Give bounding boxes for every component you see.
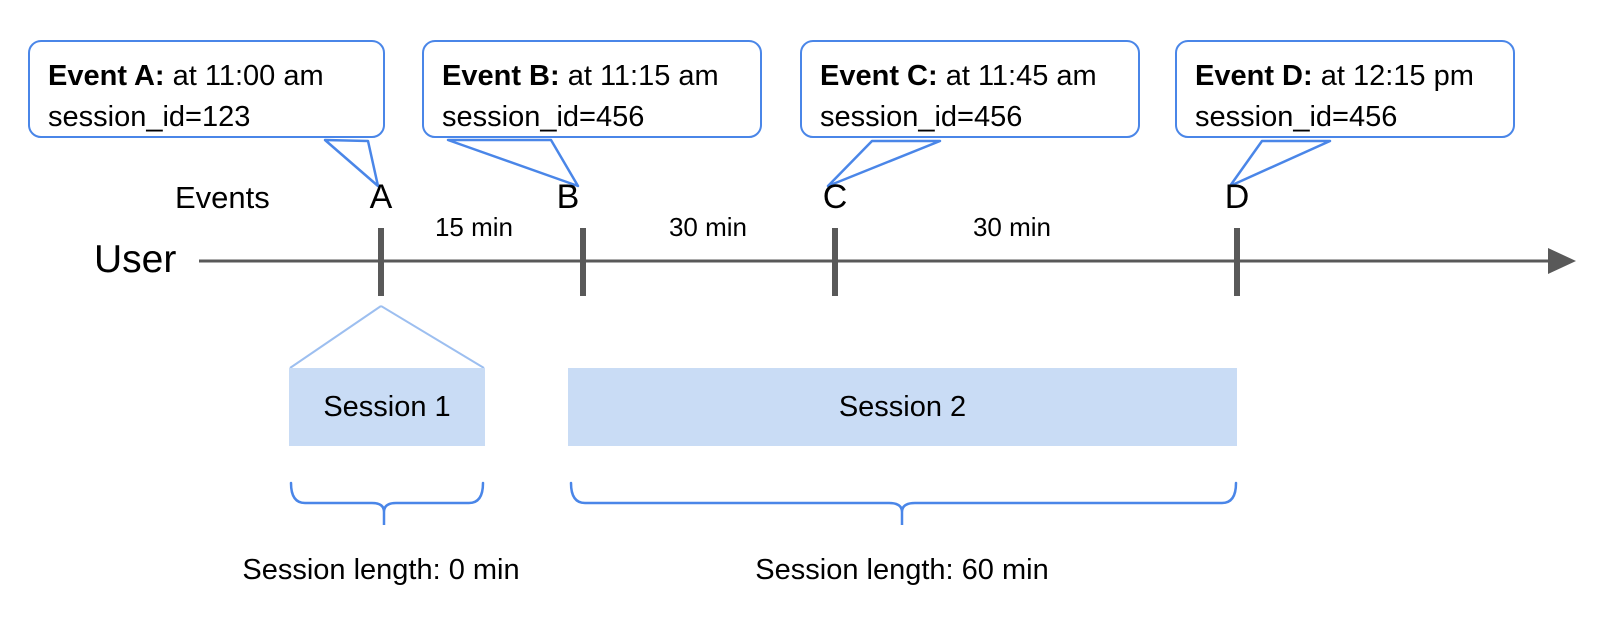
session-bar-2-label: Session 2 <box>838 390 967 423</box>
event-letter-d: D <box>1224 178 1250 216</box>
session1-connector <box>289 305 485 369</box>
callout-d-time: at 12:15 pm <box>1312 60 1474 92</box>
event-letter-c: C <box>822 178 848 216</box>
callout-c-session-id: session_id=456 <box>820 101 1023 133</box>
callout-tail-b <box>446 138 580 188</box>
event-letter-b: B <box>556 178 580 216</box>
callout-event-a[interactable]: Event A: at 11:00 am session_id=123 <box>28 40 385 138</box>
callout-tail-d <box>1228 139 1332 188</box>
session-bar-2[interactable]: Session 2 <box>568 368 1237 446</box>
session-2-length-caption: Session length: 60 min <box>755 554 1049 586</box>
callout-c-time: at 11:45 am <box>937 60 1097 92</box>
callout-d-session-id: session_id=456 <box>1195 101 1398 133</box>
timeline-axis <box>199 248 1576 274</box>
events-row-label: Events <box>175 180 270 215</box>
gap-label-a-b: 15 min <box>434 212 514 242</box>
session2-brace <box>569 481 1238 525</box>
callout-tail-c <box>826 139 942 188</box>
callout-d-title: Event D: <box>1195 60 1313 92</box>
callout-event-c[interactable]: Event C: at 11:45 am session_id=456 <box>800 40 1140 138</box>
callout-a-session-id: session_id=123 <box>48 101 251 133</box>
callout-tail-a <box>323 138 380 188</box>
gap-label-c-d: 30 min <box>972 212 1052 242</box>
user-axis-label: User <box>94 238 177 281</box>
callout-a-title: Event A: <box>48 60 165 92</box>
session-bar-1[interactable]: Session 1 <box>289 368 485 446</box>
session1-brace <box>289 481 485 525</box>
callout-c-title: Event C: <box>820 60 938 92</box>
callout-a-time: at 11:00 am <box>164 60 324 92</box>
session-bar-1-label: Session 1 <box>323 390 451 423</box>
callout-b-title: Event B: <box>442 60 560 92</box>
callout-b-session-id: session_id=456 <box>442 101 645 133</box>
session-1-length-caption: Session length: 0 min <box>242 554 520 586</box>
callout-event-d[interactable]: Event D: at 12:15 pm session_id=456 <box>1175 40 1515 138</box>
event-letter-a: A <box>369 178 393 216</box>
callout-b-time: at 11:15 am <box>559 60 719 92</box>
callout-event-b[interactable]: Event B: at 11:15 am session_id=456 <box>422 40 762 138</box>
gap-label-b-c: 30 min <box>668 212 748 242</box>
